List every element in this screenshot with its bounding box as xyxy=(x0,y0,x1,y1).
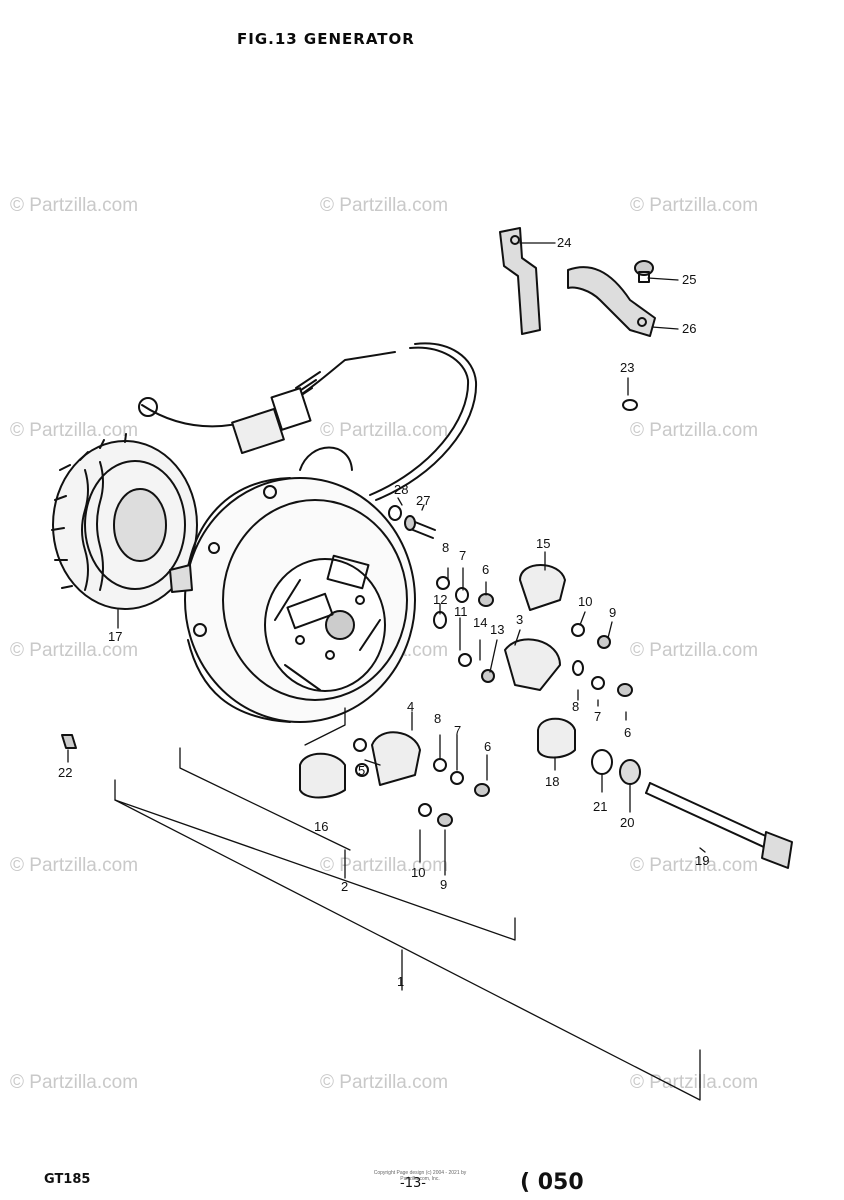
part-label-5[interactable]: 5 xyxy=(358,763,366,778)
watermark: © Partzilla.com xyxy=(630,640,759,661)
model-code: GT185 xyxy=(44,1172,91,1187)
watermark: © Partzilla.com xyxy=(10,855,139,876)
part-label-26[interactable]: 26 xyxy=(682,321,697,336)
part-label-9[interactable]: 9 xyxy=(609,605,617,620)
part-label-6[interactable]: 6 xyxy=(482,562,490,577)
part-label-7[interactable]: 7 xyxy=(594,709,602,724)
watermark: © Partzilla.com xyxy=(630,420,759,441)
part-label-7[interactable]: 7 xyxy=(454,723,462,738)
part-label-10[interactable]: 10 xyxy=(578,594,593,609)
copyright-note: Copyright Page design (c) 2004 - 2021 by… xyxy=(373,1170,467,1182)
watermark: © Partzilla.com xyxy=(320,420,449,441)
bracket-24-drawing xyxy=(499,227,541,335)
figure-title: FIG.13 GENERATOR xyxy=(237,30,415,48)
part-label-20[interactable]: 20 xyxy=(620,815,635,830)
part-label-6[interactable]: 6 xyxy=(484,739,492,754)
watermark: © Partzilla.com xyxy=(320,195,449,216)
part-label-17[interactable]: 17 xyxy=(108,629,123,644)
part-label-3[interactable]: 3 xyxy=(516,612,524,627)
watermark: © Partzilla.com xyxy=(630,1072,759,1093)
part-label-23[interactable]: 23 xyxy=(620,360,635,375)
part-label-9[interactable]: 9 xyxy=(440,877,448,892)
part-label-10[interactable]: 10 xyxy=(411,865,426,880)
watermark: © Partzilla.com xyxy=(10,1072,139,1093)
part-label-19[interactable]: 19 xyxy=(695,853,710,868)
stator-coil-drawing xyxy=(51,433,198,610)
part-label-2[interactable]: 2 xyxy=(341,879,349,894)
page-number: -13- xyxy=(400,1176,426,1191)
part-label-18[interactable]: 18 xyxy=(545,774,560,789)
part-label-4[interactable]: 4 xyxy=(407,699,415,714)
watermark: © Partzilla.com xyxy=(10,420,139,441)
watermark: © Partzilla.com xyxy=(630,855,759,876)
watermark: © Partzilla.com xyxy=(320,855,449,876)
part-label-12[interactable]: 12 xyxy=(433,592,448,607)
part-label-15[interactable]: 15 xyxy=(536,536,551,551)
watermark: © Partzilla.com xyxy=(10,640,139,661)
part-label-8[interactable]: 8 xyxy=(442,540,450,555)
bolt-19-drawing xyxy=(761,831,793,869)
part-label-28[interactable]: 28 xyxy=(394,482,409,497)
part-label-1[interactable]: 1 xyxy=(397,974,405,989)
part-label-8[interactable]: 8 xyxy=(434,711,442,726)
part-label-22[interactable]: 22 xyxy=(58,765,73,780)
part-label-27[interactable]: 27 xyxy=(416,493,431,508)
figure-code: ( 050 xyxy=(520,1170,584,1195)
part-label-14[interactable]: 14 xyxy=(473,615,488,630)
part-label-11[interactable]: 11 xyxy=(454,604,468,619)
part-label-25[interactable]: 25 xyxy=(682,272,697,287)
part-label-13[interactable]: 13 xyxy=(490,622,505,637)
part-label-21[interactable]: 21 xyxy=(593,799,608,814)
watermark: © Partzilla.com xyxy=(320,1072,449,1093)
magneto-housing-drawing xyxy=(169,446,416,723)
watermark: © Partzilla.com xyxy=(630,195,759,216)
part-label-6[interactable]: 6 xyxy=(624,725,632,740)
part-label-16[interactable]: 16 xyxy=(314,819,329,834)
watermark: © Partzilla.com xyxy=(10,195,139,216)
part-label-24[interactable]: 24 xyxy=(557,235,572,250)
part-label-7[interactable]: 7 xyxy=(459,548,467,563)
part-label-8[interactable]: 8 xyxy=(572,699,580,714)
